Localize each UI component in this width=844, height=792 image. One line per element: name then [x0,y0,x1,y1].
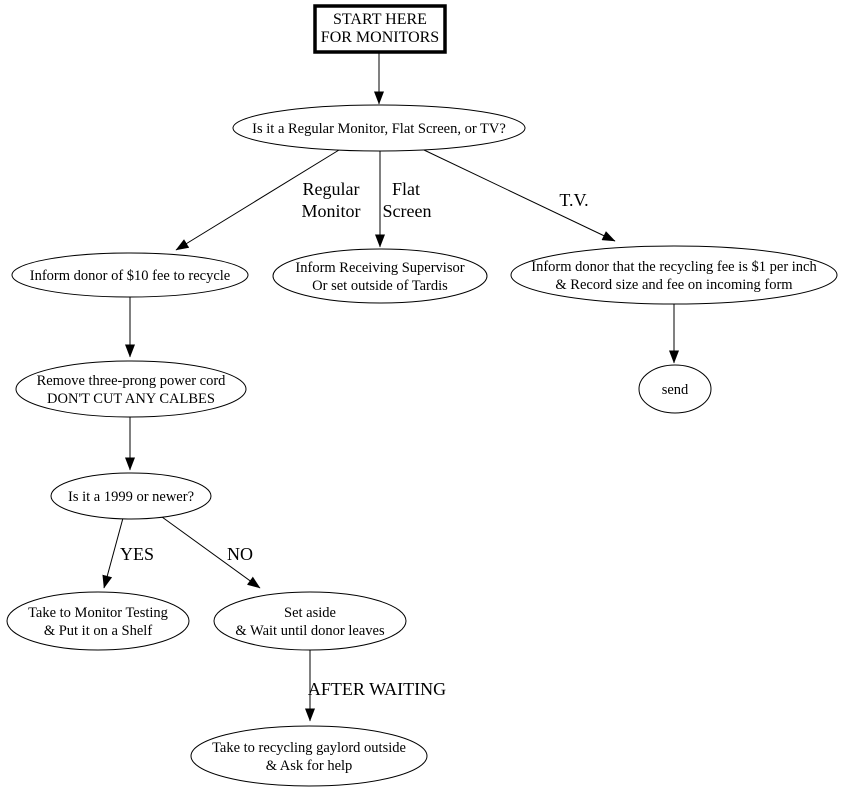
node-recycling-gaylord: Take to recycling gaylord outside & Ask … [190,725,428,787]
edge-label-regular-monitor-line1: Regular [303,179,360,199]
edge-label-after-waiting: AFTER WAITING [308,679,446,699]
node-inform-fee-shape [11,252,249,298]
node-recycling-gaylord-label-line2: & Ask for help [266,758,353,774]
edge-label-regular-monitor-line2: Monitor [301,201,360,221]
node-tv-fee-label-line1: Inform donor that the recycling fee is $… [531,259,817,275]
node-send-shape [638,364,712,414]
node-monitor-testing: Take to Monitor Testing & Put it on a Sh… [6,591,190,651]
edge-year-check-no [161,516,261,589]
edge-labels: Regular Monitor Flat Screen T.V. YES NO … [120,179,589,699]
node-supervisor: Inform Receiving Supervisor Or set outsi… [272,248,488,304]
edge-label-flat-screen-line1: Flat [392,179,420,199]
node-remove-cord: Remove three-prong power cord DON'T CUT … [15,360,247,418]
node-start: START HERE FOR MONITORS [313,4,447,54]
edge-label-flat-screen-line2: Screen [383,201,432,221]
node-supervisor-shape [272,248,488,304]
node-supervisor-label-line2: Or set outside of Tardis [312,278,448,294]
edges [102,53,679,722]
edge-label-no: NO [227,544,253,564]
node-remove-cord-label-line1: Remove three-prong power cord [37,373,227,389]
node-monitor-testing-shape [6,591,190,651]
node-remove-cord-shape [15,360,247,418]
node-set-aside-label-line2: & Wait until donor leaves [235,623,385,639]
node-start-label-line1: START HERE [333,11,427,28]
node-tv-fee-label-line2: & Record size and fee on incoming form [555,277,793,293]
node-set-aside: Set aside & Wait until donor leaves [213,591,407,651]
node-send: send [638,364,712,414]
node-year-check: Is it a 1999 or newer? [50,472,212,520]
node-start-label-line2: FOR MONITORS [321,29,439,46]
node-tv-fee: Inform donor that the recycling fee is $… [510,245,838,305]
node-year-check-shape [50,472,212,520]
node-monitor-testing-label-line2: & Put it on a Shelf [44,623,153,639]
edge-label-yes: YES [120,544,154,564]
node-recycling-gaylord-label-line1: Take to recycling gaylord outside [212,740,406,756]
node-tv-fee-shape [510,245,838,305]
node-inform-fee-label: Inform donor of $10 fee to recycle [30,268,231,284]
node-monitor-testing-label-line1: Take to Monitor Testing [28,605,168,621]
node-question-type: Is it a Regular Monitor, Flat Screen, or… [232,104,526,152]
node-year-check-label: Is it a 1999 or newer? [68,489,194,505]
node-remove-cord-label-line2: DON'T CUT ANY CALBES [47,391,215,407]
edge-question-to-tv-fee [423,149,616,242]
node-question-type-shape [232,104,526,152]
node-set-aside-label-line1: Set aside [284,605,336,621]
edge-question-to-inform-fee [175,149,340,251]
node-supervisor-label-line1: Inform Receiving Supervisor [295,260,464,276]
node-set-aside-shape [213,591,407,651]
node-send-label: send [662,382,689,398]
node-recycling-gaylord-shape [190,725,428,787]
node-inform-fee: Inform donor of $10 fee to recycle [11,252,249,298]
node-start-shape [313,4,447,54]
edge-year-check-yes [102,517,124,589]
edge-label-tv: T.V. [559,190,588,210]
node-question-type-label: Is it a Regular Monitor, Flat Screen, or… [252,121,506,137]
